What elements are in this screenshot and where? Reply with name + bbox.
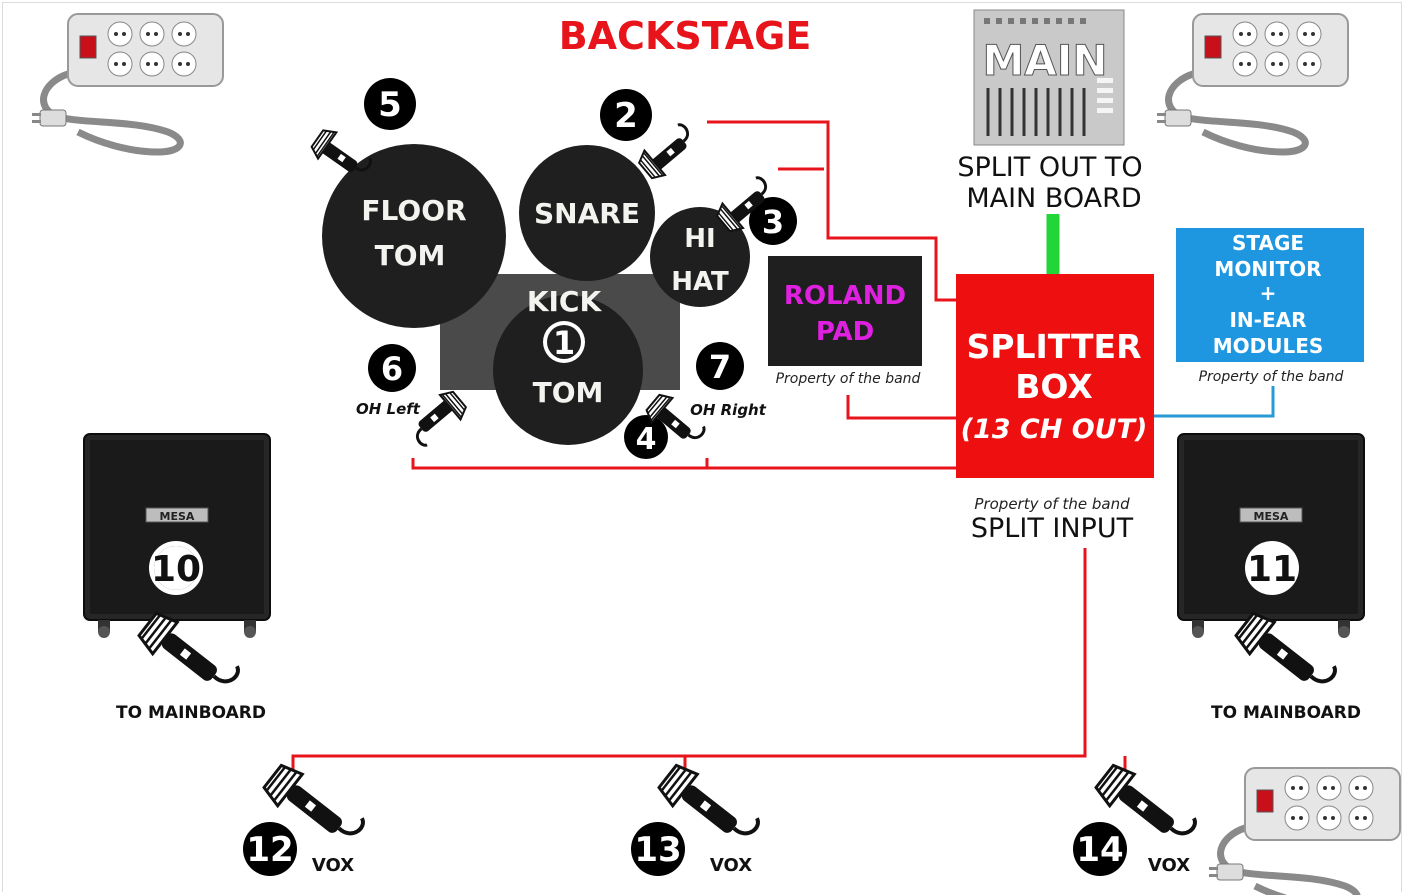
vox-label: VOX [312,855,354,876]
vox-label: VOX [710,855,752,876]
splitter-box [956,274,1154,478]
amp-cabinet-icon [83,433,271,639]
oh-left-label: OH Left [356,400,421,418]
channel-badge: 12 [243,822,297,876]
svg-text:4: 4 [636,422,657,457]
microphone-icon [403,385,472,451]
cables [291,120,1127,770]
kick-tom-label: TOM [533,376,604,409]
to-mainboard-label: TO MAINBOARD [1211,703,1361,723]
splitter-property-label: Property of the band [974,495,1130,513]
svg-text:6: 6 [381,350,403,388]
svg-text:7: 7 [709,348,731,386]
kick-label: KICK [527,285,603,318]
power-strip-icon [1157,14,1348,152]
power-strip-icon [1209,768,1400,895]
channel-badge: 6 [368,344,416,392]
splitter-label-3: (13 CH OUT) [961,414,1148,445]
splitter-label-1: SPLITTER [967,327,1142,366]
channel-badge: 11 [1245,541,1299,595]
kick-tom [493,295,643,445]
split-out-label-2: MAIN BOARD [966,183,1141,214]
monitor-label-2: MONITOR [1214,257,1321,281]
roland-pad-label-1: ROLAND [784,281,906,311]
amp-cabinet-icon [1177,433,1365,639]
splitter-label-2: BOX [1015,367,1092,406]
split-input-label: SPLIT INPUT [971,513,1134,544]
svg-text:13: 13 [634,830,681,870]
floor-tom-label-2: TOM [375,239,446,272]
microphone-icon [1230,605,1341,705]
power-strip-icon [32,14,223,152]
vox-label: VOX [1148,855,1190,876]
page-title: BACKSTAGE [559,14,812,58]
microphone-icon [133,605,244,705]
channel-badge: 1 [543,321,585,363]
mixer-console-icon: MAIN [973,9,1125,146]
blue-cable [1152,386,1275,418]
channel-badge: 13 [631,822,685,876]
mesa-logo: MESA [1254,510,1289,523]
channel-badge: 2 [600,89,652,141]
channel-badge: 4 [624,415,668,459]
snare [519,145,655,281]
monitor-label-4: IN-EAR [1229,308,1306,332]
stage-monitor-box [1176,228,1364,362]
svg-text:2: 2 [614,96,638,136]
floor-tom-label-1: FLOOR [361,194,466,227]
svg-text:1: 1 [553,324,575,362]
svg-text:5: 5 [378,85,402,125]
hihat-label-2: HAT [671,267,729,297]
oh-right-label: OH Right [690,401,767,419]
svg-text:14: 14 [1076,830,1123,870]
snare-label: SNARE [534,197,640,230]
hihat [650,207,750,307]
channel-badge: 10 [149,541,203,595]
svg-text:12: 12 [246,830,293,870]
split-out-label-1: SPLIT OUT TO [957,152,1142,183]
monitor-label-3: + [1260,281,1277,305]
svg-text:3: 3 [762,203,784,241]
svg-text:10: 10 [151,549,201,590]
roland-pad [768,256,922,366]
pad-property-label: Property of the band [776,371,921,387]
to-mainboard-label: TO MAINBOARD [116,703,266,723]
svg-text:11: 11 [1247,549,1297,590]
floor-tom [322,144,506,328]
monitor-label-5: MODULES [1213,334,1324,358]
channel-badge: 3 [749,197,797,245]
monitor-label-1: STAGE [1232,231,1304,255]
main-label: MAIN [982,36,1107,85]
monitor-property-label: Property of the band [1199,369,1344,385]
hihat-label-1: HI [684,224,715,254]
roland-pad-label-2: PAD [816,317,874,347]
channel-badge: 5 [364,78,416,130]
mesa-logo: MESA [160,510,195,523]
channel-badge: 7 [696,342,744,390]
channel-badge: 14 [1073,822,1127,876]
